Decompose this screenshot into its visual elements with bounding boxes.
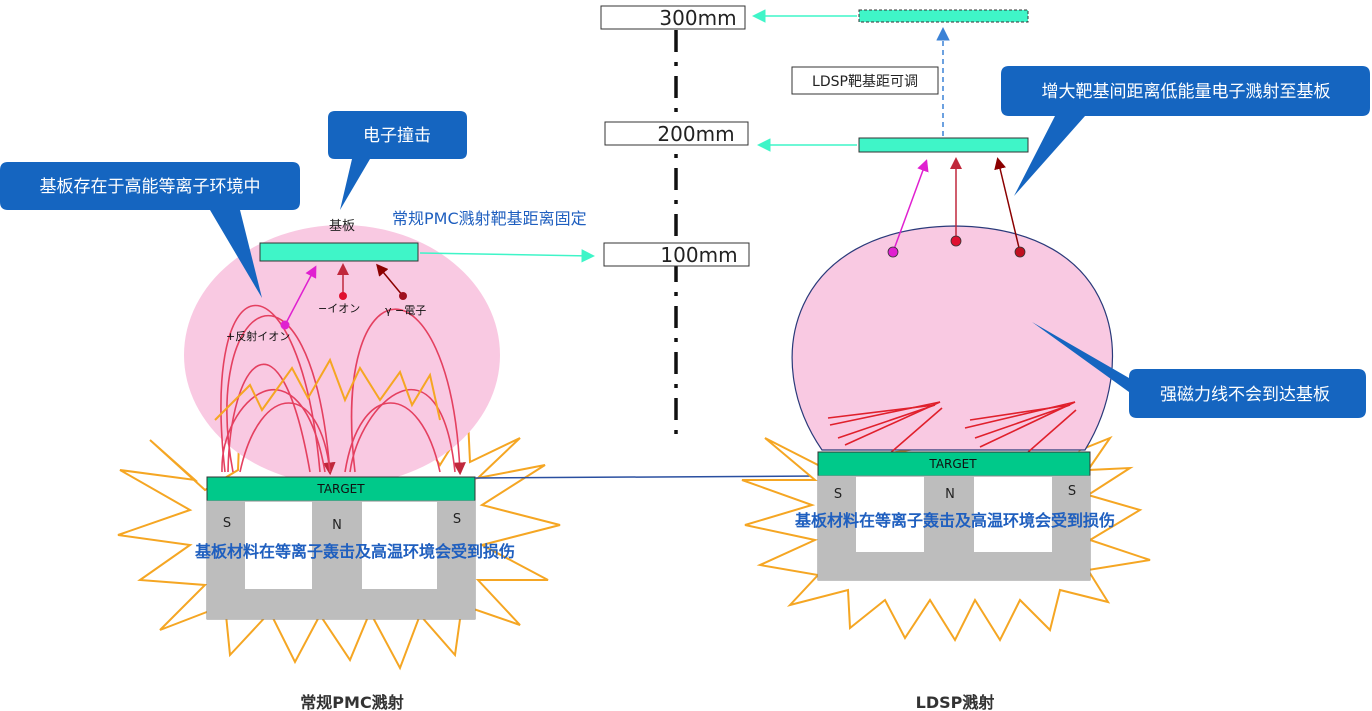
scale-100mm-label: 100mm bbox=[660, 243, 737, 267]
left-inner-starburst bbox=[214, 357, 441, 421]
right-substrate-200mm bbox=[858, 137, 1029, 153]
gamma-electron-label: γ −電子 bbox=[385, 304, 426, 317]
right-target bbox=[817, 451, 1091, 477]
right-damage-text: 基板材料在等离子轰击及高温环境会受到损伤 bbox=[794, 511, 1115, 530]
adjustable-box: LDSP靶基距可调 bbox=[791, 66, 939, 95]
minus-ion-dot bbox=[339, 292, 347, 300]
scale-300mm: 300mm bbox=[600, 5, 746, 30]
callout-magnetic-lines-text: 强磁力线不会到达基板 bbox=[1160, 385, 1330, 405]
right-magnet-s2: S bbox=[1068, 484, 1076, 499]
right-magnet-n: N bbox=[945, 487, 955, 502]
callout-substrate-env-text: 基板存在于高能等离子环境中 bbox=[40, 177, 261, 197]
left-magnet-assembly bbox=[206, 500, 476, 620]
left-magnet-s2: S bbox=[453, 512, 461, 527]
left-magnet-s1: S bbox=[223, 516, 231, 531]
right-magnet-assembly bbox=[817, 475, 1091, 581]
scale-200mm: 200mm bbox=[604, 121, 749, 146]
left-substrate-label: 基板 bbox=[329, 219, 355, 234]
scale-100mm: 100mm bbox=[603, 242, 750, 267]
scale-300mm-label: 300mm bbox=[659, 6, 736, 30]
right-magnet-s1: S bbox=[834, 487, 842, 502]
plus-ion-dot bbox=[280, 320, 290, 330]
left-plasma bbox=[184, 225, 500, 485]
gamma-electron-dot bbox=[399, 292, 407, 300]
plus-ion-arrow bbox=[284, 265, 317, 326]
minus-ion-label: −イオン bbox=[318, 302, 360, 315]
left-substrate bbox=[259, 242, 419, 262]
left-to-100mm-arrow bbox=[419, 249, 595, 263]
left-target-label: TARGET bbox=[316, 482, 365, 496]
gamma-electron-arrow bbox=[376, 263, 404, 297]
callout-electron: 电子撞击 bbox=[328, 111, 467, 210]
callout-electron-text: 电子撞击 bbox=[363, 126, 431, 146]
right-minus-ion-dot bbox=[950, 235, 962, 247]
callout-increase-distance-text: 增大靶基间距离低能量电子溅射至基板 bbox=[1042, 82, 1331, 102]
right-plus-ion-dot bbox=[887, 246, 899, 258]
right-plus-ion-arrow bbox=[892, 159, 929, 253]
right-target-label: TARGET bbox=[928, 457, 977, 471]
callout-substrate-env: 基板存在于高能等离子环境中 bbox=[0, 162, 300, 298]
callout-increase-distance: 增大靶基间距离低能量电子溅射至基板 bbox=[1001, 66, 1370, 196]
fixed-distance-label: 常规PMC溅射靶基距离固定 bbox=[392, 209, 587, 228]
scale-200mm-label: 200mm bbox=[657, 122, 734, 146]
left-damage-text: 基板材料在等离子轰击及高温环境会受到损伤 bbox=[194, 542, 515, 561]
callout-magnetic-lines: 强磁力线不会到达基板 bbox=[1032, 322, 1366, 418]
adjustable-label: LDSP靶基距可调 bbox=[812, 73, 918, 90]
plus-ion-label: +反射イオン bbox=[226, 329, 290, 343]
right-gamma-electron-dot bbox=[1014, 246, 1026, 258]
target-connector bbox=[474, 475, 819, 479]
right-caption: LDSP溅射 bbox=[916, 693, 995, 711]
left-magnet-n: N bbox=[332, 518, 342, 533]
right-substrate-300mm bbox=[858, 9, 1029, 23]
left-caption: 常规PMC溅射 bbox=[300, 693, 403, 711]
right-gamma-electron-arrow bbox=[994, 157, 1021, 253]
